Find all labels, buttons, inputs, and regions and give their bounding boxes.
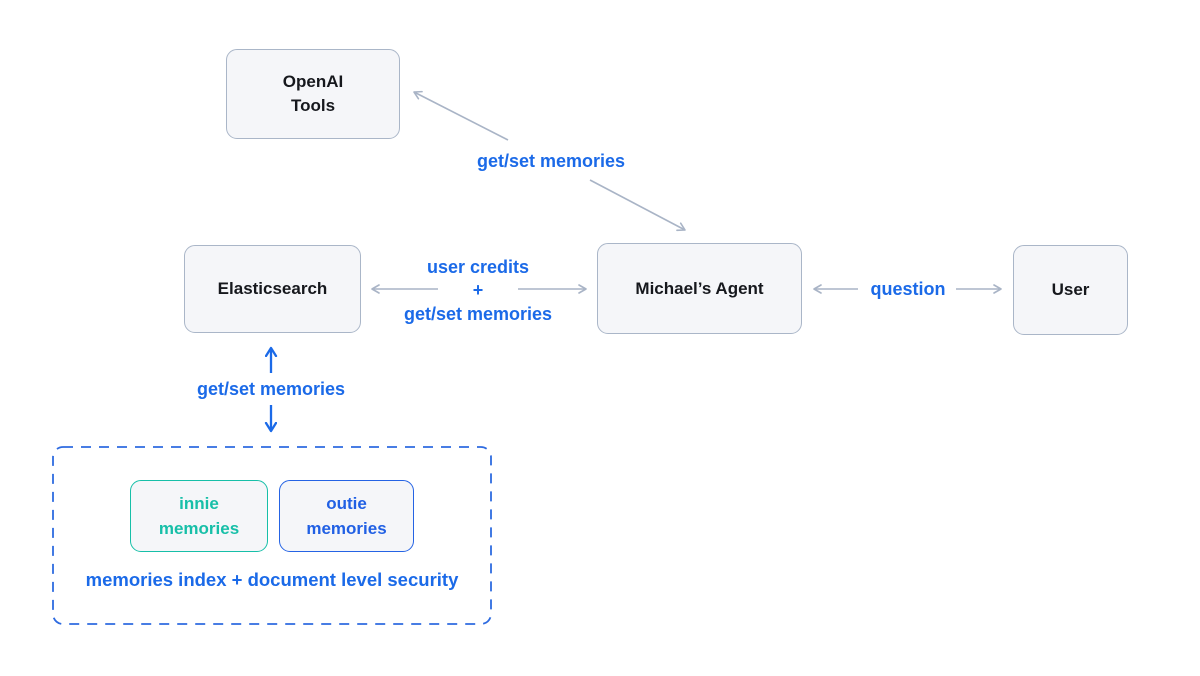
edge-label-agent-openai: get/set memories xyxy=(476,151,626,171)
node-innie-memories-label-line2: memories xyxy=(158,519,240,538)
edge-label-question: question xyxy=(870,279,946,299)
node-user: User xyxy=(1013,245,1128,335)
node-innie-memories: innie memories xyxy=(130,480,268,552)
node-elasticsearch-label: Elasticsearch xyxy=(217,279,328,298)
node-outie-memories: outie memories xyxy=(279,480,414,552)
node-michaels-agent: Michael’s Agent xyxy=(597,243,802,334)
arrow-agent-to-openai-lower xyxy=(589,179,686,232)
node-outie-memories-label-line1: outie xyxy=(326,494,367,513)
node-openai-tools-label-line2: Tools xyxy=(290,96,336,115)
edge-label-plus: + xyxy=(472,280,484,300)
memories-container-caption: memories index + document level security xyxy=(85,569,459,590)
node-user-label: User xyxy=(1051,280,1090,299)
node-elasticsearch: Elasticsearch xyxy=(184,245,361,333)
node-openai-tools: OpenAI Tools xyxy=(226,49,400,139)
memories-container-border xyxy=(52,446,492,625)
edge-label-getset-memories-vertical: get/set memories xyxy=(196,379,346,399)
arrow-agent-to-openai-upper xyxy=(413,90,509,141)
node-openai-tools-label-line1: OpenAI xyxy=(282,72,344,91)
node-michaels-agent-label: Michael’s Agent xyxy=(635,278,764,298)
node-outie-memories-label-line2: memories xyxy=(306,519,387,538)
edge-label-getset-memories-mid: get/set memories xyxy=(403,304,553,324)
node-innie-memories-label-line1: innie xyxy=(179,494,219,513)
edge-label-user-credits: user credits xyxy=(426,257,530,277)
